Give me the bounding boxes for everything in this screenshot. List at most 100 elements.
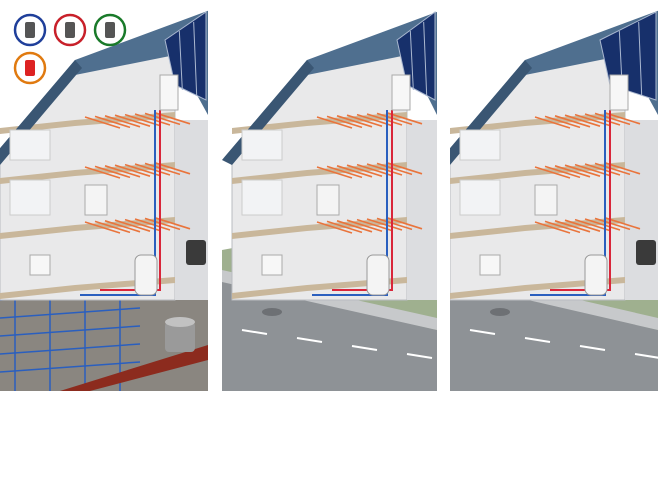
washing-machine	[29, 254, 51, 276]
floor-heating-pipe	[336, 165, 373, 178]
floor-slab	[0, 217, 175, 239]
cold-water-pipe	[80, 110, 156, 296]
floor-heating-pipe	[114, 114, 151, 127]
floor-heating-pipe	[134, 113, 171, 126]
floor-slab	[450, 162, 625, 184]
floor-heating-pipe	[134, 163, 171, 176]
floor-heating-pipe	[144, 217, 181, 231]
floor-heating-pipe	[104, 165, 141, 178]
floor-heating-pipe	[376, 217, 413, 231]
floor-heating-pipe	[104, 115, 141, 128]
floor-heating-pipe	[336, 115, 373, 128]
floor-slab	[232, 112, 407, 134]
sewer-pipe	[60, 345, 208, 391]
floor-slab	[232, 277, 407, 299]
floor-heating-pipe	[534, 221, 571, 234]
floor-heating-pipe	[346, 219, 383, 232]
floor-heating-pipe	[564, 164, 601, 177]
road-marking	[469, 329, 496, 335]
floor-slab	[232, 217, 407, 239]
house-panel-boiler	[222, 0, 437, 391]
road	[450, 280, 658, 391]
floor-heating-pipe	[316, 221, 353, 234]
house-illustration	[450, 10, 658, 391]
window	[459, 179, 501, 216]
road-marking	[351, 345, 378, 351]
floor-heating-pipe	[544, 165, 581, 179]
manifold-detail-icon-glyph	[25, 60, 35, 76]
floor-heating-pipe	[366, 163, 403, 176]
shower-cabin	[534, 184, 558, 216]
boiler-unit	[391, 74, 411, 111]
floor-slab	[0, 162, 175, 184]
floor-heating-pipe	[554, 220, 591, 233]
road-marking	[524, 337, 551, 343]
solar-grid-line	[423, 21, 428, 96]
solar-grid-line	[193, 21, 198, 96]
collector-shaft-top	[165, 317, 195, 327]
cold-water-pipe	[312, 110, 388, 296]
road-marking	[406, 353, 433, 359]
floor-heating-pipe	[584, 163, 621, 176]
roof	[0, 10, 208, 150]
floor-heating-pipe	[594, 162, 631, 176]
floor-heating-pipe	[94, 115, 131, 129]
valve-detail-icon-glyph	[65, 22, 75, 38]
pipe-fitting-detail-icon-glyph	[105, 22, 115, 38]
floor-heating-pipe	[144, 162, 181, 176]
floor-heating-pipe	[316, 166, 353, 179]
floor-heating-pipe	[594, 217, 631, 231]
house-panel-geothermal	[0, 0, 208, 391]
floor-heating-pipe	[94, 165, 131, 179]
collector-shaft	[165, 322, 195, 352]
floor-heating-pipe	[544, 220, 581, 234]
floor-heating-pipe	[346, 114, 383, 127]
house-illustration	[222, 10, 437, 391]
outdoor-heat-pump	[636, 240, 656, 265]
shower-cabin	[316, 184, 340, 216]
boiler-unit	[609, 74, 629, 111]
floor-heating-pipe	[114, 164, 151, 177]
manhole-icon	[490, 308, 510, 316]
floor-slab	[450, 277, 625, 299]
floor-heating-pipe	[534, 166, 571, 179]
storage-tank	[584, 254, 608, 296]
boiler-unit	[159, 74, 179, 111]
floor-heating-pipe	[84, 116, 121, 129]
road-marking	[579, 345, 606, 351]
floor-heating-pipe	[326, 115, 363, 129]
solar-grid-line	[178, 30, 183, 91]
floor-heating-pipe	[366, 218, 403, 231]
floor-heating-pipe	[94, 220, 131, 234]
geothermal-loop	[0, 307, 141, 319]
hot-water-pipe	[550, 110, 611, 291]
floor-heating-pipe	[326, 165, 363, 179]
floor-heating-pipe	[544, 115, 581, 129]
geothermal-loop	[0, 361, 141, 373]
floor-heating-pipe	[534, 116, 571, 129]
floor-heating-pipe	[376, 112, 413, 126]
floor-heating-pipe	[326, 220, 363, 234]
solar-grid-line	[409, 30, 414, 91]
floor-heating-pipe	[564, 219, 601, 232]
floor-heating-pipe	[594, 112, 631, 126]
window	[459, 129, 501, 161]
window	[9, 179, 51, 216]
floor-heating-pipe	[104, 220, 141, 233]
floor-heating-pipe	[336, 220, 373, 233]
road-marking	[634, 353, 658, 359]
solar-grid-line	[638, 21, 643, 96]
window	[241, 179, 283, 216]
washing-machine	[479, 254, 501, 276]
floor-heating-pipe	[554, 165, 591, 178]
side-wall	[175, 120, 208, 300]
floor-heating-pipe	[366, 113, 403, 126]
floor-heating-pipe	[376, 162, 413, 176]
floor-slab	[0, 112, 175, 134]
floor-heating-pipe	[84, 221, 121, 234]
floor-slab	[232, 162, 407, 184]
side-wall	[625, 120, 658, 300]
window	[9, 129, 51, 161]
floor-heating-pipe	[564, 114, 601, 127]
hot-water-pipe	[332, 110, 393, 291]
